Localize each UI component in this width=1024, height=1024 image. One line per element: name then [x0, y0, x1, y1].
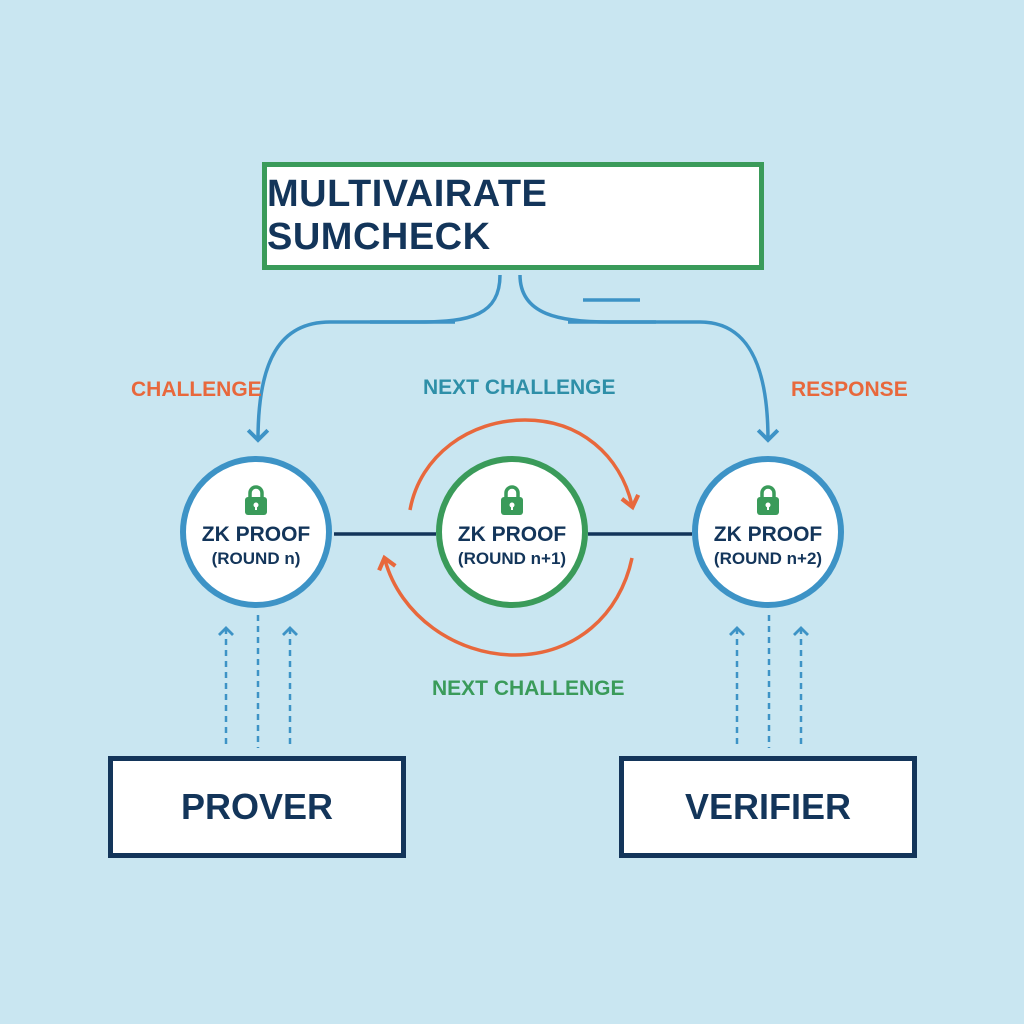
- node-round: (ROUND n+1): [457, 549, 567, 568]
- diagram-title: MULTIVAIRATE SUMCHECK: [262, 162, 764, 270]
- node-round: (ROUND n+2): [713, 549, 823, 568]
- zk-proof-node-round-n-plus-2: ZK PROOF (ROUND n+2): [692, 456, 844, 608]
- lock-icon: [757, 485, 779, 515]
- zk-proof-node-round-n-plus-1: ZK PROOF (ROUND n+1): [436, 456, 588, 608]
- node-title: ZK PROOF: [713, 523, 823, 546]
- node-round: (ROUND n): [211, 549, 301, 568]
- response-arrow: [518, 274, 780, 443]
- node-title: ZK PROOF: [201, 523, 311, 546]
- challenge-label: CHALLENGE: [131, 378, 262, 401]
- next-challenge-top-label: NEXT CHALLENGE: [423, 376, 616, 399]
- verifier-box: VERIFIER: [619, 756, 917, 858]
- prover-box: PROVER: [108, 756, 406, 858]
- zk-proof-node-round-n: ZK PROOF (ROUND n): [180, 456, 332, 608]
- challenge-arrow: [246, 274, 502, 443]
- lock-icon: [501, 485, 523, 515]
- node-title: ZK PROOF: [457, 523, 567, 546]
- response-label: RESPONSE: [791, 378, 908, 401]
- next-challenge-arrow-bottom: [377, 554, 634, 657]
- lock-icon: [245, 485, 267, 515]
- next-challenge-bottom-label: NEXT CHALLENGE: [432, 677, 625, 700]
- next-challenge-arrow-top: [408, 418, 641, 511]
